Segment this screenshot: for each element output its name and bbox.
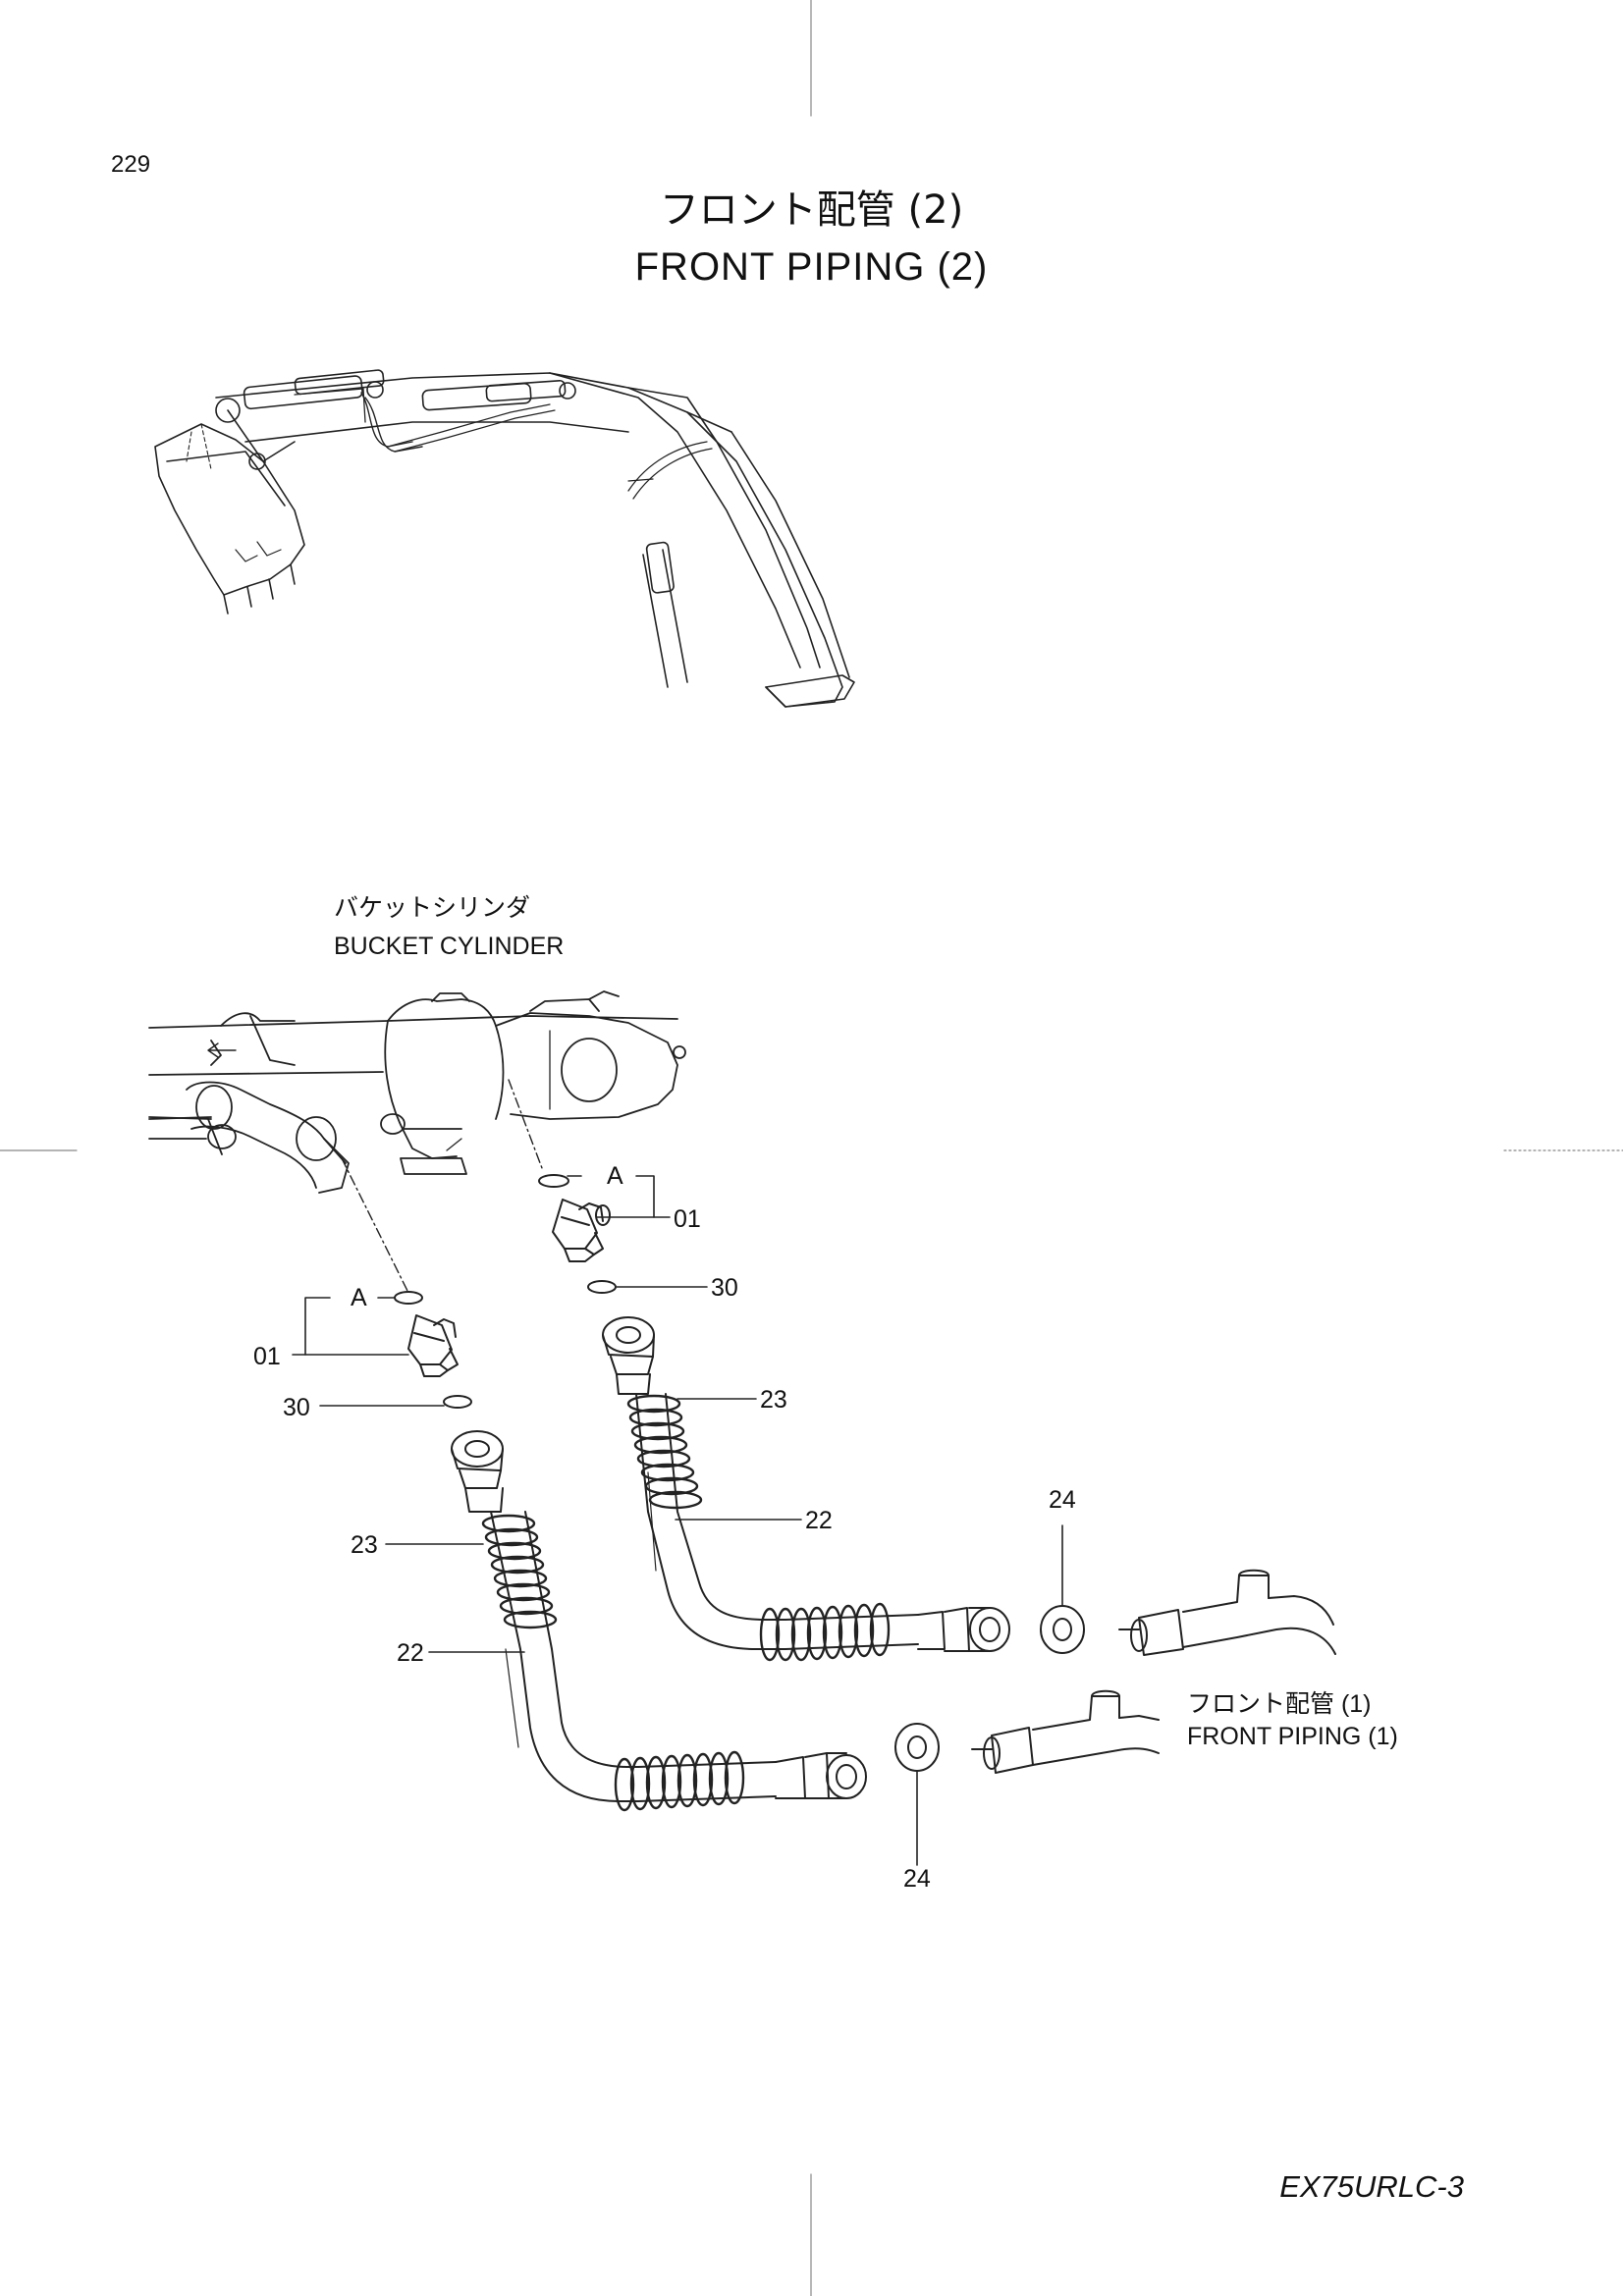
bucket-cylinder-label-jp: バケットシリンダ (334, 894, 531, 922)
callout-01-lower: 01 (253, 1343, 281, 1370)
front-piping-1-label-en: FRONT PIPING (1) (1187, 1723, 1398, 1750)
bucket-cylinder-label-en: BUCKET CYLINDER (334, 933, 565, 960)
centerlines (341, 1079, 543, 1292)
callout-23-right: 23 (760, 1386, 787, 1414)
page-number: 229 (111, 151, 151, 178)
leader-lines (292, 1175, 1063, 1866)
page-title-en: FRONT PIPING (2) (634, 245, 989, 289)
callout-22-left: 22 (397, 1639, 424, 1667)
bucket-cylinder-drawing (148, 990, 686, 1194)
lower-fitting-assembly (394, 1291, 1160, 1812)
callout-23-left: 23 (351, 1531, 378, 1559)
callout-30-upper: 30 (711, 1274, 738, 1302)
excavator-front-overview (154, 369, 855, 708)
callout-22-right: 22 (805, 1507, 833, 1534)
page-title-jp: フロント配管 (2) (659, 187, 964, 233)
upper-fitting-assembly (538, 1174, 1336, 1662)
view-a-label-lower: A (351, 1284, 367, 1311)
front-piping-1-label-jp: フロント配管 (1) (1187, 1690, 1372, 1718)
callout-24-upper: 24 (1049, 1486, 1076, 1514)
view-a-label-upper: A (607, 1162, 623, 1190)
model-number: EX75URLC-3 (1279, 2169, 1464, 2204)
callout-01-upper: 01 (674, 1205, 701, 1233)
callout-30-lower: 30 (283, 1394, 310, 1421)
callout-24-lower: 24 (903, 1865, 931, 1893)
